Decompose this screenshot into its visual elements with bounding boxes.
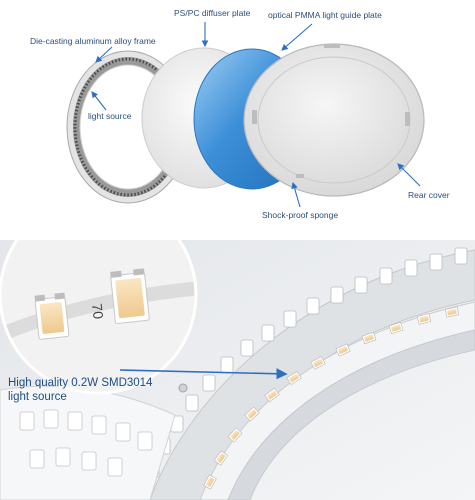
leader-arrows — [91, 22, 421, 208]
label-rear-cover: Rear cover — [408, 190, 450, 200]
led-chip — [416, 313, 432, 325]
led-chip — [213, 450, 229, 466]
led-caption: High quality 0.2W SMD3014 light source — [8, 376, 152, 404]
led-chip — [310, 356, 326, 370]
led-closeup-panel: 70 High quality 0.2W SMD3014 light sourc… — [0, 240, 475, 500]
led-chip — [444, 306, 460, 318]
magnified-led-right — [110, 268, 150, 324]
chip-code-text: 70 — [89, 303, 107, 320]
led-closeup-illustration: 70 — [0, 240, 475, 500]
led-chip — [203, 474, 217, 490]
magnified-led-left — [34, 292, 70, 340]
led-chip — [264, 387, 280, 403]
led-caption-line1: High quality 0.2W SMD3014 — [8, 377, 153, 389]
led-chip — [388, 322, 404, 334]
exploded-view-panel: Die-casting aluminum alloy frame PS/PC d… — [0, 0, 475, 238]
led-caption-line2: light source — [8, 391, 67, 403]
led-chip — [227, 427, 243, 443]
exploded-view-illustration — [66, 22, 425, 208]
label-guide-plate: optical PMMA light guide plate — [268, 10, 382, 20]
label-sponge: Shock-proof sponge — [262, 210, 339, 220]
lower-frame — [0, 383, 188, 500]
led-chip — [286, 371, 302, 385]
led-chip — [335, 343, 351, 357]
led-chip — [361, 331, 377, 345]
led-chips — [203, 306, 460, 490]
callout-arrow — [119, 368, 288, 380]
label-light-source: light source — [88, 111, 132, 121]
label-diffuser: PS/PC diffuser plate — [174, 8, 251, 18]
ring-inner-lip — [227, 329, 475, 500]
led-chip — [244, 406, 260, 422]
rear-cover — [243, 43, 425, 197]
label-frame: Die-casting aluminum alloy frame — [30, 36, 156, 46]
magnifier: 70 — [0, 240, 198, 395]
